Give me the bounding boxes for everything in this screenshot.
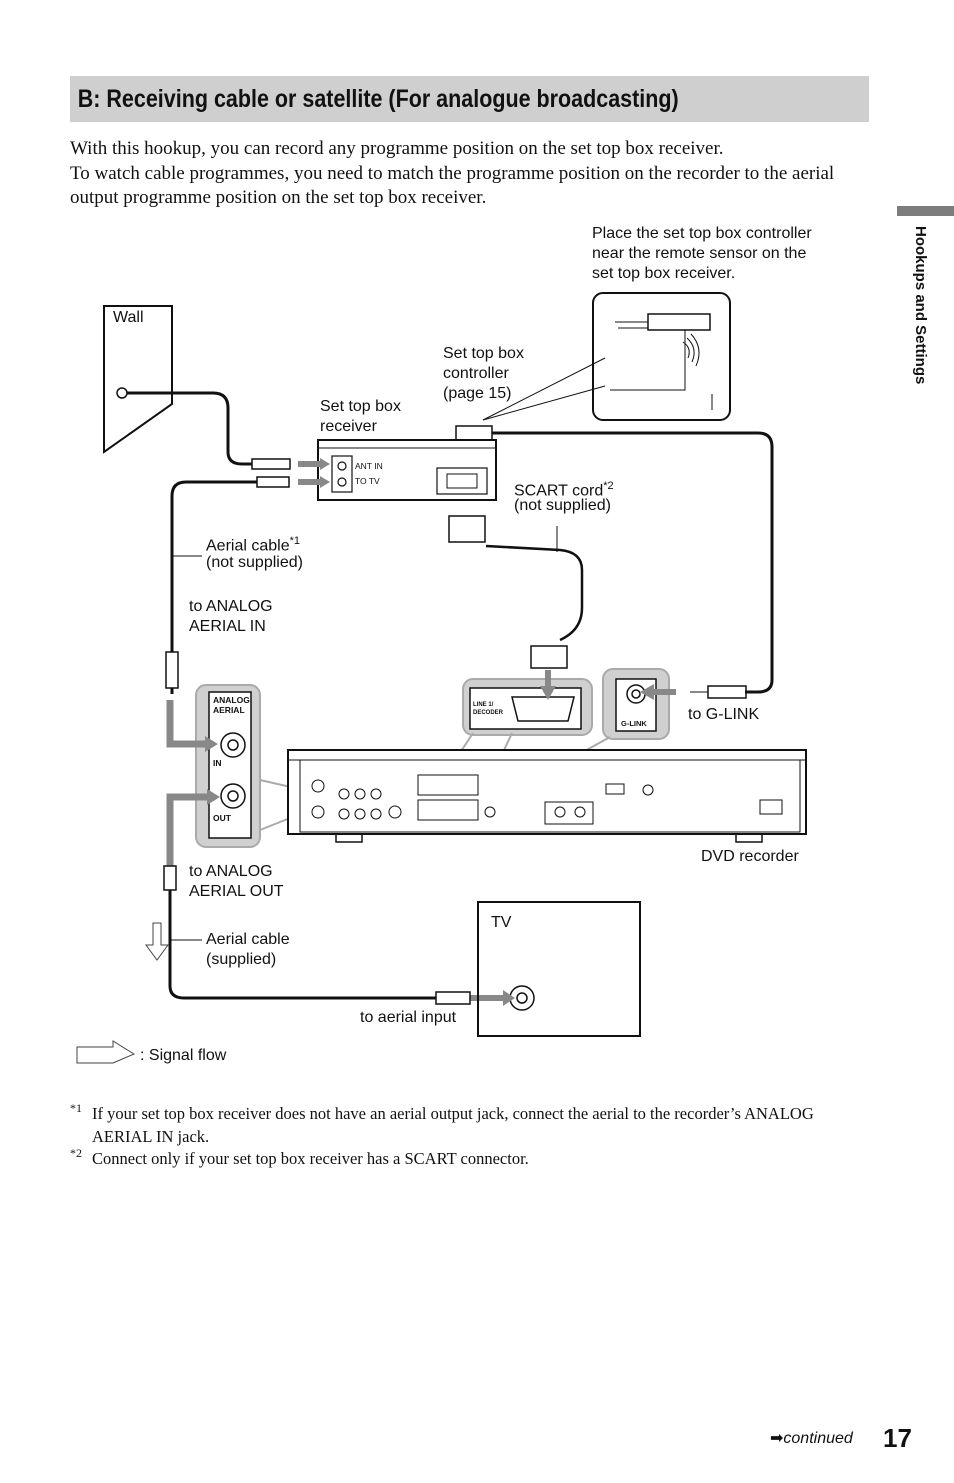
intro-paragraph-1: With this hookup, you can record any pro… xyxy=(70,138,724,159)
to-glink-label: to G-LINK xyxy=(688,706,760,723)
aerial-plug-out xyxy=(163,865,177,891)
tv-aerial-plug xyxy=(435,991,471,1005)
aerial-plug-in xyxy=(165,651,179,689)
intro-paragraph-2: To watch cable programmes, you need to m… xyxy=(70,162,835,209)
stb-receiver xyxy=(317,439,497,501)
analog-aerial-panel-label: ANALOG AERIAL xyxy=(213,695,250,715)
out-jack-label: OUT xyxy=(213,813,231,823)
signal-flow-legend: : Signal flow xyxy=(140,1047,227,1064)
to-tv-label: TO TV xyxy=(355,476,380,486)
tv-box xyxy=(477,901,641,1037)
glink-cable xyxy=(492,431,774,694)
tv-label: TV xyxy=(491,914,512,931)
scart-cord-label: SCART cord*2 xyxy=(514,480,614,500)
scart-cable xyxy=(485,544,584,642)
aerial-cable-1-sub-label: (not supplied) xyxy=(206,554,303,571)
section-heading-bar: B: Receiving cable or satellite (For ana… xyxy=(70,76,869,122)
stb-controller xyxy=(455,425,493,441)
to-analog-out-label: to ANALOG AERIAL OUT xyxy=(189,863,284,900)
controller-placement-note: Place the set top box controller near th… xyxy=(592,225,812,282)
to-aerial-input-label: to aerial input xyxy=(360,1009,457,1026)
aerial-cable-2 xyxy=(168,890,436,1000)
to-analog-in-label: to ANALOG AERIAL IN xyxy=(189,598,273,635)
section-heading: B: Receiving cable or satellite (For ana… xyxy=(77,85,679,113)
aerial-cable-1 xyxy=(170,480,257,652)
aerial-cable-2-label: Aerial cable (supplied) xyxy=(206,931,290,968)
dvd-recorder xyxy=(287,749,807,835)
scart-cord-sub-label: (not supplied) xyxy=(514,497,611,514)
side-tab-marker xyxy=(897,206,954,216)
page-number: 17 xyxy=(883,1423,912,1453)
ant-in-label: ANT IN xyxy=(355,461,383,471)
aerial-plug-top xyxy=(251,458,291,470)
glink-plug xyxy=(707,685,747,699)
glink-jack-label: G-LINK xyxy=(621,719,647,728)
aerial-plug-bottom xyxy=(256,476,290,488)
intro-text: With this hookup, you can record any pro… xyxy=(70,137,870,211)
stb-receiver-label: Set top box receiver xyxy=(320,398,401,435)
wall-shape xyxy=(103,305,173,454)
continued-indicator: ➡continued xyxy=(770,1430,853,1447)
stb-controller-label: Set top box controller (page 15) xyxy=(443,345,524,402)
dvd-recorder-label: DVD recorder xyxy=(701,848,799,865)
wall-label: Wall xyxy=(113,309,144,326)
line1-decoder-label: LINE 1/ DECODER xyxy=(473,702,504,716)
wall-cable xyxy=(127,391,252,466)
aerial-cable-1-label: Aerial cable*1 xyxy=(206,535,301,555)
in-jack-label: IN xyxy=(213,758,222,768)
arrow-right-icon: ➡ xyxy=(770,1430,784,1447)
wall-aerial-socket xyxy=(116,387,128,399)
